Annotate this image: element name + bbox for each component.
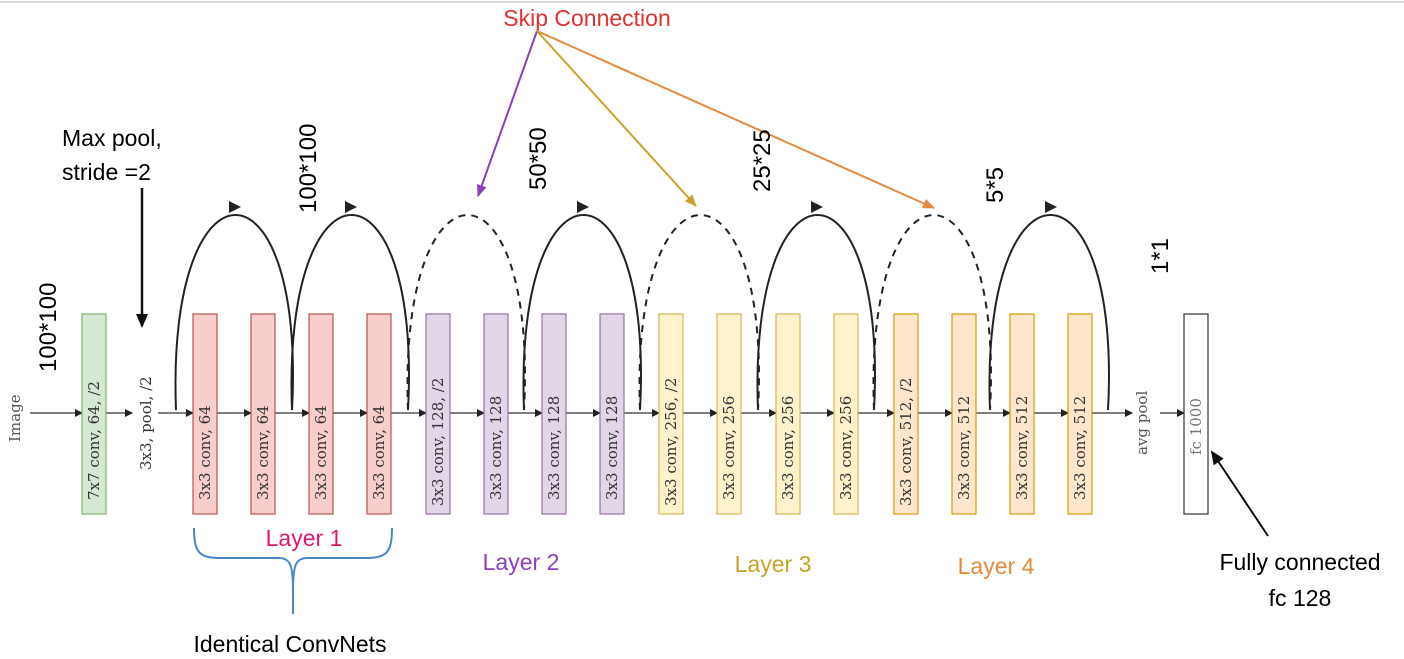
layer1-block-2-label: 3x3 conv, 64 <box>254 405 272 500</box>
residual-arc-dashed <box>638 214 760 411</box>
layer2-block-3 <box>541 313 567 515</box>
resolution-input-label: 100*100 <box>35 283 62 372</box>
resolution-layer2-label: 50*50 <box>525 127 552 190</box>
skip-arrow-layer2 <box>476 30 538 197</box>
residual-arc-solid <box>756 214 876 411</box>
layer1-block-4 <box>366 313 392 515</box>
layer2-block-4-label: 3x3 conv, 128 <box>603 396 621 500</box>
resolution-layer4-label: 5*5 <box>982 167 1009 203</box>
layer2-blocks: 3x3 conv, 128, /2 3x3 conv, 128 3x3 conv… <box>425 313 625 515</box>
skip-arrow-layer4 <box>536 30 935 209</box>
arc-arrowheads <box>229 201 1057 213</box>
arc-arrowhead <box>345 201 357 213</box>
layer3-block-2 <box>716 313 742 515</box>
residual-arc-dashed <box>406 214 526 411</box>
residual-arc-dashed <box>872 214 992 411</box>
layer4-block-2-label: 3x3 conv, 512 <box>955 396 973 500</box>
layer1-label: Layer 1 <box>266 525 343 551</box>
arc-arrowhead <box>811 201 823 213</box>
arc-arrowhead <box>577 201 589 213</box>
layer4-block-2 <box>951 313 977 515</box>
fc-block <box>1183 313 1209 515</box>
layer1-block-2 <box>250 313 276 515</box>
layer1-block-3-label: 3x3 conv, 64 <box>312 405 330 500</box>
layer4-block-1-label: 3x3 conv, 512, /2 <box>897 378 915 506</box>
fully-connected-label-line1: Fully connected <box>1219 549 1380 575</box>
layer4-block-4-label: 3x3 conv, 512 <box>1071 396 1089 500</box>
residual-arc-solid <box>988 214 1110 411</box>
layer3-block-3-label: 3x3 conv, 256 <box>779 396 797 500</box>
layer3-block-2-label: 3x3 conv, 256 <box>720 396 738 500</box>
layer2-block-1-label: 3x3 conv, 128, /2 <box>429 378 447 506</box>
residual-arc-solid <box>174 214 294 411</box>
max-pool-label-line2: stride =2 <box>62 159 151 185</box>
skip-arrow-layer3 <box>536 30 697 207</box>
max-pool-label-line1: Max pool, <box>62 125 162 151</box>
fc-block-label: fc 1000 <box>1187 398 1205 455</box>
resolution-layer3-label: 25*25 <box>749 129 776 192</box>
resolution-layer1-label: 100*100 <box>295 124 322 213</box>
identical-convnets-label: Identical ConvNets <box>193 631 386 657</box>
layer1-block-1-label: 3x3 conv, 64 <box>196 405 214 500</box>
conv7-block <box>81 313 107 515</box>
layer3-blocks: 3x3 conv, 256, /2 3x3 conv, 256 3x3 conv… <box>658 313 859 515</box>
layer3-block-4-label: 3x3 conv, 256 <box>837 396 855 500</box>
pool-label: 3x3, pool, /2 <box>137 376 155 470</box>
arc-arrowhead <box>229 201 241 213</box>
avg-pool-label: avg pool <box>1133 391 1151 455</box>
resolution-output-label: 1*1 <box>1147 238 1174 274</box>
layer3-block-4 <box>833 313 859 515</box>
skip-connection-label: Skip Connection <box>503 5 671 31</box>
layer2-block-2 <box>483 313 509 515</box>
layer4-label: Layer 4 <box>958 553 1035 579</box>
layer2-label: Layer 2 <box>483 549 560 575</box>
fully-connected-label-line2: fc 128 <box>1269 585 1332 611</box>
layer3-label: Layer 3 <box>735 551 812 577</box>
residual-arcs <box>174 214 1110 411</box>
layer3-block-3 <box>775 313 801 515</box>
layer4-block-1 <box>893 313 919 515</box>
layer1-block-1 <box>192 313 218 515</box>
layer3-block-1-label: 3x3 conv, 256, /2 <box>662 378 680 506</box>
layer3-block-1 <box>658 313 684 515</box>
conv7-label: 7x7 conv, 64, /2 <box>85 381 103 500</box>
arc-arrowhead <box>1045 201 1057 213</box>
layer1-block-4-label: 3x3 conv, 64 <box>370 405 388 500</box>
layer4-block-4 <box>1067 313 1093 515</box>
residual-arc-solid <box>290 214 410 411</box>
layer4-blocks: 3x3 conv, 512, /2 3x3 conv, 512 3x3 conv… <box>893 313 1093 515</box>
layer2-block-2-label: 3x3 conv, 128 <box>487 396 505 500</box>
layer1-block-3 <box>308 313 334 515</box>
layer1-blocks: 3x3 conv, 64 3x3 conv, 64 3x3 conv, 64 3… <box>192 313 392 515</box>
layer4-block-3 <box>1009 313 1035 515</box>
layer2-block-4 <box>599 313 625 515</box>
input-image-label: Image <box>6 394 24 442</box>
layer2-block-1 <box>425 313 451 515</box>
layer2-block-3-label: 3x3 conv, 128 <box>545 396 563 500</box>
fully-connected-arrow <box>1210 450 1269 537</box>
layer4-block-3-label: 3x3 conv, 512 <box>1013 396 1031 500</box>
residual-arc-solid <box>522 214 642 411</box>
